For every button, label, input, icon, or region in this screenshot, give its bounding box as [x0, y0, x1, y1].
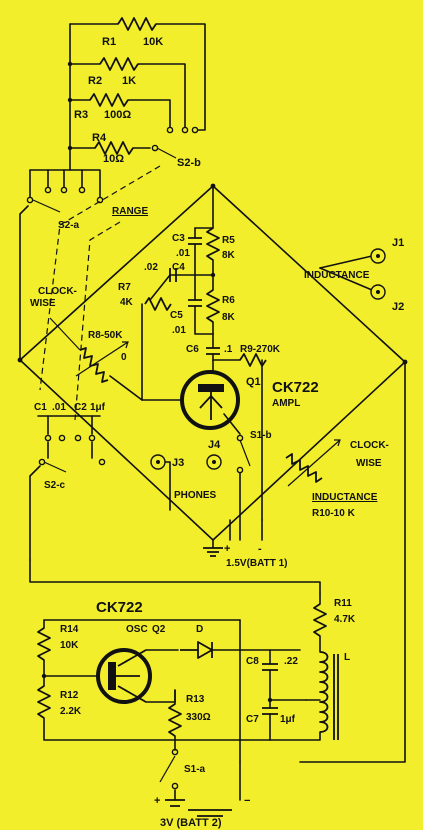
c8-label: C8: [246, 656, 259, 667]
batt2-minus: −: [244, 795, 250, 807]
r10-label: R10-10 K: [312, 508, 356, 519]
amplifier-network: [141, 185, 267, 521]
r1-label: R1: [102, 36, 116, 48]
r4-label: R4: [92, 132, 107, 144]
ampl-label: AMPL: [272, 398, 300, 409]
r1-value: 10K: [143, 36, 163, 48]
s1b-label: S1-b: [250, 430, 272, 441]
clockwise2-bot-label: WISE: [356, 458, 382, 469]
ck722-amp-label: CK722: [272, 379, 319, 396]
range-resistor-ladder: [67, 17, 206, 171]
r2-value: 1K: [122, 75, 136, 87]
r5-label: R5: [222, 235, 235, 246]
switch-s2a: [19, 169, 104, 361]
c6-label: C6: [186, 344, 199, 355]
r6-value: 8K: [222, 312, 236, 323]
bridge-network: [17, 183, 408, 541]
capacitor-switch-s2c: [29, 415, 106, 561]
c7-label: C7: [246, 714, 259, 725]
r11-value: 4.7K: [334, 614, 356, 625]
potentiometer-r10: [285, 439, 341, 487]
batt1-label: 1.5V(BATT 1): [226, 558, 288, 569]
oscillator-network: [37, 593, 339, 817]
j2-label: J2: [392, 301, 404, 313]
r5-value: 8K: [222, 250, 236, 261]
r13-value: 330Ω: [186, 712, 211, 723]
c3-label: C3: [172, 233, 185, 244]
potentiometer-r8: [49, 317, 143, 401]
j3-label: J3: [172, 457, 184, 469]
osc-label: OSC: [126, 624, 148, 635]
s2b-label: S2-b: [177, 157, 201, 169]
r3-label: R3: [74, 109, 88, 121]
d-label: D: [196, 624, 203, 635]
s2c-label: S2-c: [44, 480, 66, 491]
l-label: L: [344, 652, 350, 663]
feed-wire: [29, 559, 321, 595]
range-label: RANGE: [112, 206, 148, 217]
ck722-osc-label: CK722: [96, 599, 143, 616]
transistor-q1: [141, 370, 241, 435]
batt2-label: 3V (BATT 2): [160, 817, 222, 829]
c2-value: 1μf: [90, 402, 106, 413]
j4-label: J4: [208, 439, 221, 451]
r7-label: R7: [118, 282, 131, 293]
c4-label: C4: [172, 262, 185, 273]
c7-value: 1μf: [280, 714, 296, 725]
r14-label: R14: [60, 624, 79, 635]
phones-label: PHONES: [174, 490, 217, 501]
switch-s1b: [236, 434, 251, 541]
r11-label: R11: [334, 598, 352, 609]
inductance-jacks: [319, 248, 386, 300]
clockwise2-top-label: CLOCK-: [350, 440, 389, 451]
inductance-label: INDUCTANCE: [304, 270, 370, 281]
c1-value: .01: [52, 402, 66, 413]
s1a-label: S1-a: [184, 764, 206, 775]
r12-value: 2.2K: [60, 706, 82, 717]
battery-1: [203, 519, 263, 557]
range-gang-link-2: [74, 221, 121, 421]
j1-label: J1: [392, 237, 404, 249]
q1-label: Q1: [246, 376, 261, 388]
feed-wire-right: [299, 361, 406, 763]
r9-label: R9-270K: [240, 344, 281, 355]
clockwise-top-label: CLOCK-: [38, 286, 77, 297]
batt1-minus: -: [258, 543, 262, 555]
r2-label: R2: [88, 75, 102, 87]
batt1-plus: +: [224, 543, 230, 555]
c5-value: .01: [172, 325, 186, 336]
inductance2-label: INDUCTANCE: [312, 492, 378, 503]
c5-label: C5: [170, 310, 183, 321]
r3-value: 100Ω: [104, 109, 131, 121]
r4-value: 10Ω: [103, 153, 124, 165]
batt2-plus: +: [154, 795, 160, 807]
c6-value: .1: [224, 344, 233, 355]
c3-value: .01: [176, 248, 190, 259]
r8-zero-mark: 0: [121, 352, 127, 363]
s2a-label: S2-a: [58, 220, 80, 231]
r6-label: R6: [222, 295, 235, 306]
clockwise-bot-label: WISE: [30, 298, 56, 309]
r12-label: R12: [60, 690, 79, 701]
r8-label: R8-50K: [88, 330, 123, 341]
r14-value: 10K: [60, 640, 79, 651]
r13-label: R13: [186, 694, 205, 705]
r7-value: 4K: [120, 297, 134, 308]
c4-value: .02: [144, 262, 158, 273]
phones-jacks: [150, 454, 222, 511]
q2-label: Q2: [152, 624, 166, 635]
c8-value: .22: [284, 656, 298, 667]
c1-label: C1: [34, 402, 47, 413]
c2-label: C2: [74, 402, 87, 413]
